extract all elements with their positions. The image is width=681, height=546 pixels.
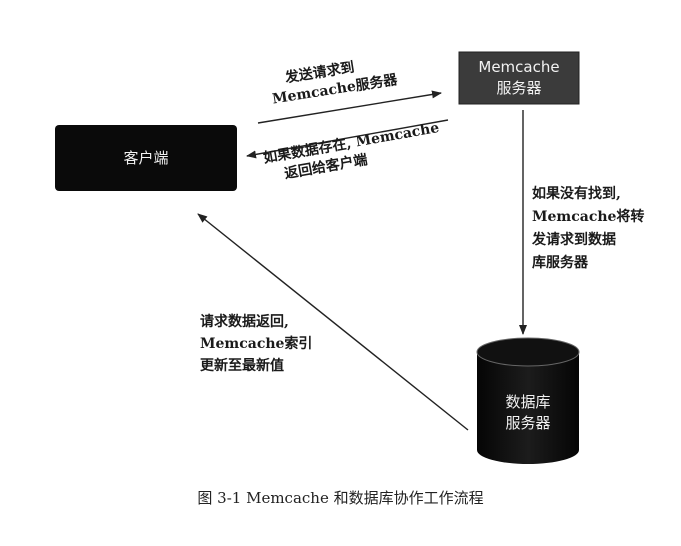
figure-caption: 图 3-1 Memcache 和数据库协作工作流程 <box>197 489 484 507</box>
note-return-update-line2: Memcache索引 <box>200 336 313 352</box>
memcache-server-label: Memcache 服务器 <box>459 57 579 99</box>
note-not-found-line3: 发请求到数据 <box>532 232 616 248</box>
client-box <box>55 125 237 191</box>
database-server-label-line1: 数据库 <box>505 393 551 411</box>
client-label-text: 客户端 <box>123 149 169 167</box>
client-label: 客户端 <box>55 148 237 169</box>
note-return-update: 请求数据返回, Memcache索引 更新至最新值 <box>200 311 312 377</box>
memcache-server-label-line1: Memcache <box>478 58 560 76</box>
note-return-update-line1: 请求数据返回, <box>200 314 289 330</box>
memcache-server-label-line2: 服务器 <box>496 79 542 97</box>
note-return-update-line3: 更新至最新值 <box>200 358 284 374</box>
note-not-found: 如果没有找到, Memcache将转 发请求到数据 库服务器 <box>532 183 644 275</box>
note-not-found-line1: 如果没有找到, <box>532 186 621 202</box>
memcache-server-box <box>458 51 580 105</box>
arrow-database-to-client <box>197 213 469 431</box>
note-not-found-line2: Memcache将转 <box>532 209 645 225</box>
database-cylinder <box>476 337 580 464</box>
arrow-client-to-memcache <box>257 90 442 124</box>
database-server-label-line2: 服务器 <box>505 414 551 432</box>
arrow-memcache-to-client <box>246 119 449 159</box>
database-server-label: 数据库 服务器 <box>477 392 579 434</box>
note-not-found-line4: 库服务器 <box>532 255 588 271</box>
